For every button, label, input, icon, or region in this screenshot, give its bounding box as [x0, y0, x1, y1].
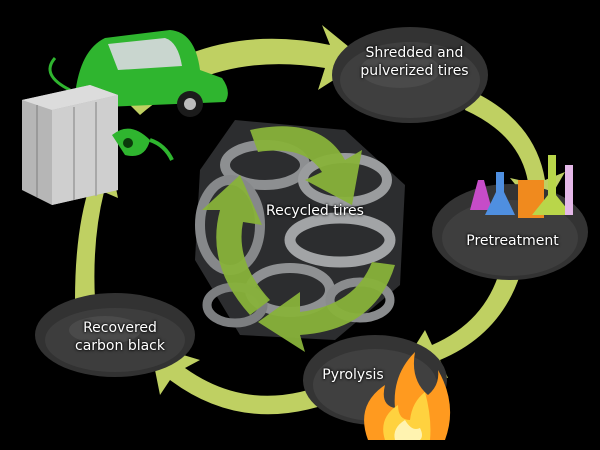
charging-plug-icon: [112, 128, 174, 161]
fire-icon: [364, 352, 451, 440]
node-pyrolysis-line-1: Pyrolysis: [322, 367, 384, 383]
shredded-tires-powder-pile: [332, 27, 488, 123]
inner-arrow-top-right: [250, 126, 362, 205]
node-pyrolysis: Pyrolysis: [318, 367, 388, 385]
carbon-black-powder-pile: [35, 293, 195, 377]
chemistry-flasks-icon: [470, 155, 573, 218]
battery-pack-icon: [22, 85, 118, 205]
inner-arrow-bottom: [258, 262, 395, 352]
node-shredded-line-2: pulverized tires: [360, 62, 469, 79]
inner-recycle-arrows: [202, 126, 395, 352]
node-carbon-black: Recovered carbon black: [70, 320, 170, 355]
cycle-arrow-bottom: [150, 345, 350, 415]
node-shredded-line-1: Shredded and: [365, 45, 464, 61]
node-carbon-line-1: Recovered: [83, 320, 157, 336]
node-pretreatment: Pretreatment: [465, 233, 560, 251]
node-carbon-line-2: carbon black: [75, 337, 165, 354]
node-pretreatment-line-1: Pretreatment: [466, 233, 559, 249]
cycle-arrow-top: [120, 25, 365, 115]
inner-arrow-left: [202, 175, 270, 315]
center-label: Recycled tires: [266, 203, 364, 219]
pretreatment-powder-pile: [432, 184, 588, 280]
node-shredded: Shredded and pulverized tires: [352, 45, 477, 80]
